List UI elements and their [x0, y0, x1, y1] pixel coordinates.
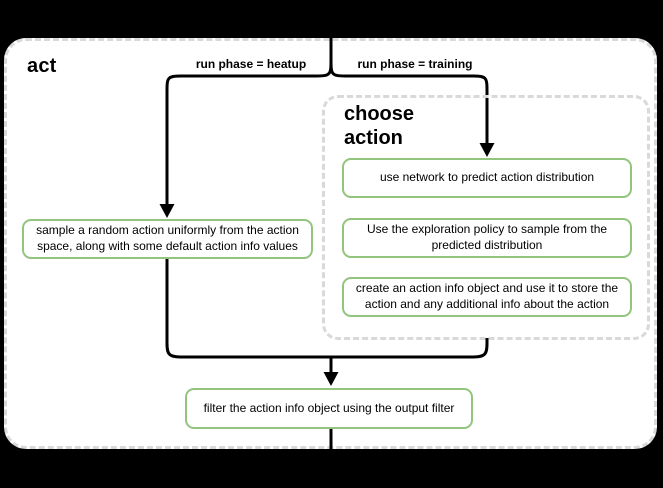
node-create-action-info: create an action info object and use it …: [342, 277, 632, 317]
node-filter-output: filter the action info object using the …: [185, 388, 473, 429]
node-predict-distribution: use network to predict action distributi…: [342, 158, 632, 198]
choose-action-title: choose action: [344, 103, 415, 150]
node-sample-random-action: sample a random action uniformly from th…: [22, 219, 313, 259]
training-branch-label: run phase = training: [357, 57, 473, 71]
act-title: act: [27, 55, 57, 77]
node-exploration-policy: Use the exploration policy to sample fro…: [342, 218, 632, 258]
choose-action-group: [322, 95, 650, 340]
heatup-branch-label: run phase = heatup: [195, 57, 307, 71]
